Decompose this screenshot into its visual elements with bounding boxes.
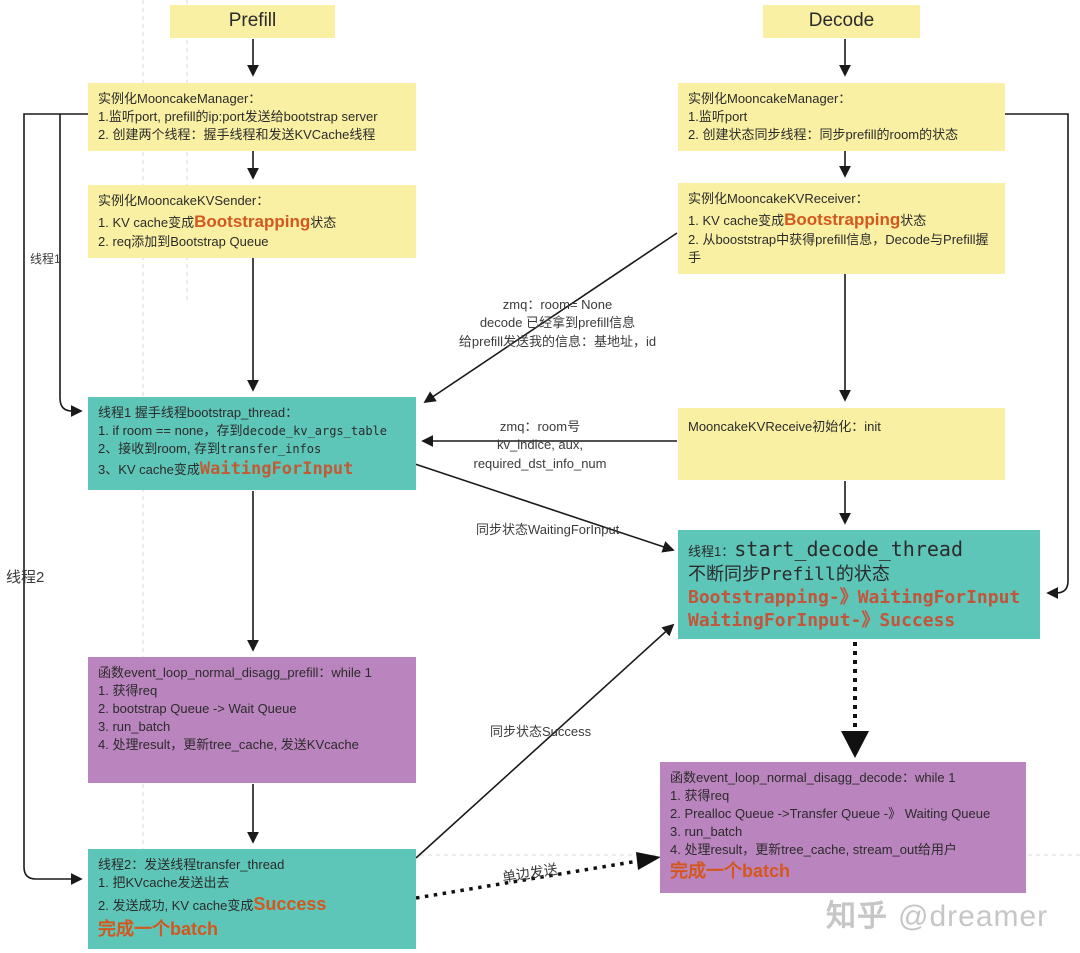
box-line: 2. bootstrap Queue -> Wait Queue	[98, 700, 297, 716]
zmq-room-label: zmq：room号 kv_indice, aux, required_dst_i…	[445, 418, 635, 473]
solid-connectors	[23, 39, 1069, 885]
zhihu-watermark: 知乎 @dreamer	[826, 891, 1048, 935]
batch-done-text: 完成一个batch	[670, 860, 791, 881]
box-line: 不断同步Prefill的状态	[688, 563, 890, 585]
box-line: 线程1：start_decode_thread	[688, 537, 1030, 563]
box-line: 实例化MooncakeManager：	[98, 91, 262, 106]
box-line: MooncakeKVReceive初始化：init	[688, 419, 881, 434]
box-line: 实例化MooncakeManager：	[688, 91, 852, 106]
text-segment: 3、KV cache变成	[98, 461, 200, 477]
box-line: 线程1 握手线程bootstrap_thread：	[98, 405, 299, 420]
decode-title-text: Decode	[808, 10, 875, 32]
box-line: 2. 创建两个线程：握手线程和发送KVCache线程	[98, 126, 376, 142]
decode-kvreceiver-box: 实例化MooncakeKVReceiver： 1. KV cache变成Boot…	[678, 183, 1005, 275]
box-line: 1. 获得req	[670, 787, 730, 803]
box-line: 线程2：发送线程transfer_thread	[98, 857, 285, 872]
text-segment: 2、接收到room, 存到	[98, 440, 221, 456]
box-line: 函数event_loop_normal_disagg_prefill：while…	[98, 665, 372, 680]
box-line: 1. if room == none，存到decode_kv_args_tabl…	[98, 422, 406, 440]
code-text: transfer_infos	[220, 441, 322, 456]
prefill-manager-box: 实例化MooncakeManager： 1.监听port, prefill的ip…	[88, 83, 416, 151]
box-line: 实例化MooncakeKVReceiver：	[688, 191, 869, 206]
zmq-handshake-label: zmq：room= None decode 已经拿到prefill信息 给pre…	[440, 296, 675, 351]
decode-manager-box: 实例化MooncakeManager： 1.监听port 2. 创建状态同步线程…	[678, 83, 1005, 151]
sync-success-label: 同步状态Success	[490, 724, 592, 739]
box-line: 1. 获得req	[98, 682, 158, 698]
box-line: 2. 从booststrap中获得prefill信息，Decode与Prefil…	[688, 232, 989, 266]
code-text: start_decode_thread	[734, 537, 964, 561]
box-line: 2. 创建状态同步线程：同步prefill的room的状态	[688, 126, 959, 142]
box-line: 函数event_loop_normal_disagg_decode：while …	[670, 770, 956, 785]
box-line: 1.监听port, prefill的ip:port发送给bootstrap se…	[98, 108, 378, 124]
box-line: 2. Prealloc Queue ->Transfer Queue -》 Wa…	[670, 805, 991, 821]
thread1-label: 线程1	[30, 252, 61, 266]
label-line: zmq：room= None	[502, 297, 613, 312]
prefill-event-loop-box: 函数event_loop_normal_disagg_prefill：while…	[88, 657, 416, 783]
prefill-title-text: Prefill	[228, 10, 277, 32]
box-line: 4. 处理result，更新tree_cache, stream_out给用户	[670, 841, 957, 857]
box-line: 2. 发送成功, KV cache变成Success	[98, 892, 406, 917]
text-segment: 线程1：	[688, 544, 735, 559]
text-segment: 2. 发送成功, KV cache变成	[98, 897, 254, 913]
box-line: 实例化MooncakeKVSender：	[98, 193, 270, 208]
state-waitingforinput: WaitingForInput	[199, 458, 354, 479]
box-line: 1.监听port	[688, 108, 748, 124]
label-line: zmq：room号	[499, 419, 581, 434]
box-line: 2、接收到room, 存到transfer_infos	[98, 440, 406, 458]
box-line: 4. 处理result，更新tree_cache, 发送KVcache	[98, 736, 359, 752]
watermark-username: @dreamer	[898, 900, 1049, 933]
decode-kvreceive-init-box: MooncakeKVReceive初始化：init	[678, 408, 1005, 480]
dotted-connectors	[415, 642, 869, 900]
label-line: decode 已经拿到prefill信息	[479, 315, 636, 331]
text-segment: 1. KV cache变成	[98, 214, 195, 230]
decode-start-thread-box: 线程1：start_decode_thread 不断同步Prefill的状态 B…	[678, 530, 1040, 640]
prefill-bootstrap-thread-box: 线程1 握手线程bootstrap_thread： 1. if room == …	[88, 397, 416, 490]
box-line: 3、KV cache变成WaitingForInput	[98, 458, 406, 481]
state-success: Success	[253, 893, 327, 914]
text-segment: 1. KV cache变成	[688, 212, 785, 228]
prefill-kvsender-box: 实例化MooncakeKVSender： 1. KV cache变成Bootst…	[88, 185, 416, 259]
box-line: 1. KV cache变成Bootstrapping状态	[98, 210, 406, 233]
prefill-column-title: Prefill	[170, 5, 335, 38]
state-transition-1: Bootstrapping-》WaitingForInput	[688, 586, 1021, 608]
label-line: required_dst_info_num	[473, 455, 607, 471]
thread2-label: 线程2	[6, 569, 45, 586]
code-text: decode_kv_args_table	[242, 423, 388, 438]
sync-waitingforinput-label: 同步状态WaitingForInput	[476, 522, 620, 537]
batch-done-text: 完成一个batch	[98, 918, 219, 939]
box-line: 2. req添加到Bootstrap Queue	[98, 234, 269, 250]
label-line: kv_indice, aux,	[497, 437, 583, 453]
box-line: 3. run_batch	[670, 823, 743, 839]
box-line: 1. 把KVcache发送出去	[98, 874, 230, 890]
prefill-transfer-thread-box: 线程2：发送线程transfer_thread 1. 把KVcache发送出去 …	[88, 849, 416, 949]
text-segment: 状态	[310, 214, 337, 230]
state-transition-2: WaitingForInput-》Success	[688, 610, 956, 632]
decode-event-loop-box: 函数event_loop_normal_disagg_decode：while …	[660, 762, 1026, 893]
label-line: 给prefill发送我的信息：基地址，id	[458, 333, 657, 349]
text-segment: 1. if room == none，存到	[98, 422, 243, 438]
text-segment: 状态	[900, 212, 927, 228]
state-bootstrapping: Bootstrapping	[194, 211, 311, 231]
decode-column-title: Decode	[763, 5, 920, 38]
state-bootstrapping: Bootstrapping	[784, 209, 901, 229]
zhihu-logo-text: 知乎	[826, 900, 888, 933]
box-line: 1. KV cache变成Bootstrapping状态	[688, 208, 995, 231]
box-line: 3. run_batch	[98, 718, 171, 734]
